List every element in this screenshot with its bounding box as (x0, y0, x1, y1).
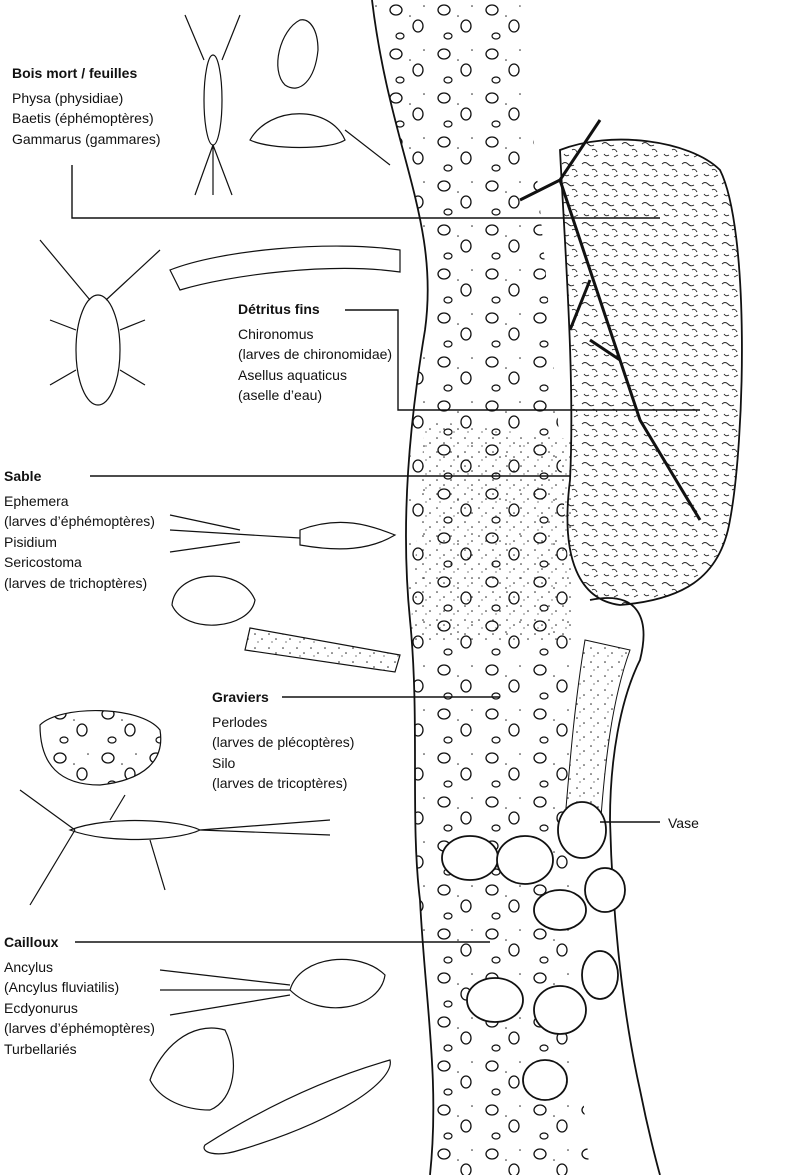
asellus-icon (39, 239, 161, 406)
label-item: (Ancylus fluviatilis) (4, 979, 120, 995)
label-vase: Vase (668, 815, 699, 831)
right-bank (589, 597, 661, 1175)
label-item: Ephemera (4, 492, 69, 509)
label-cailloux: Cailloux Ancylus (Ancylus fluviatilis) E… (4, 932, 155, 1059)
silo-case-icon (39, 710, 162, 786)
gammarus-icon (249, 113, 391, 166)
ephemera-larva-icon (169, 514, 397, 553)
label-item: Gammarus (gammares) (12, 130, 161, 147)
label-title: Détritus fins (238, 301, 320, 317)
chironomus-larva-icon (169, 245, 401, 291)
label-title: Graviers (212, 689, 269, 705)
leader-detritus (345, 309, 700, 411)
turbellaria-flatworm-icon (203, 1059, 391, 1155)
label-item: Perlodes (212, 713, 268, 730)
label-item: (larves d’éphémoptères) (4, 513, 155, 529)
leader-bois (71, 165, 660, 219)
label-item: (larves d’éphémoptères) (4, 1020, 155, 1036)
label-item: Silo (212, 754, 236, 771)
label-item: Chironomus (238, 325, 314, 342)
mud-layer (564, 639, 631, 831)
ancylus-limpet-icon (149, 1027, 235, 1111)
label-item: (aselle d’eau) (238, 387, 323, 403)
leader-lines (71, 165, 700, 943)
label-item: (larves de chironomidae) (238, 346, 393, 362)
perlodes-larva-icon (19, 789, 331, 906)
physa-snail-icon (277, 19, 319, 89)
sericostoma-case-icon (244, 627, 401, 673)
label-item: Pisidium (4, 533, 57, 550)
label-item: (larves de plécoptères) (212, 734, 355, 750)
dead-branch (519, 119, 702, 521)
baetis-larva-icon (184, 14, 241, 196)
label-title: Bois mort / feuilles (12, 65, 138, 81)
label-item: Baetis (éphémoptères) (12, 110, 154, 126)
label-sable: Sable Ephemera (larves d’éphémoptères) P… (4, 466, 155, 593)
substrate-sand (410, 420, 575, 640)
label-item: Asellus aquaticus (238, 366, 347, 383)
label-item: Turbellariés (4, 1040, 77, 1057)
label-bois-mort: Bois mort / feuilles Physa (physidiae) B… (12, 63, 161, 149)
detritus-deposit (559, 138, 743, 606)
label-item: Sericostoma (4, 554, 82, 570)
label-detritus-fins: Détritus fins Chironomus (larves de chir… (238, 299, 392, 406)
label-title: Cailloux (4, 934, 59, 950)
label-item: Ancylus (4, 958, 54, 975)
label-graviers: Graviers Perlodes (larves de plécoptères… (212, 687, 354, 794)
ecdyonurus-larva-icon (159, 958, 386, 1016)
label-item: Ecdyonurus (4, 999, 78, 1016)
pisidium-clam-icon (171, 575, 256, 626)
label-item: (larves de tricoptères) (212, 775, 348, 791)
label-item: Physa (physidiae) (12, 89, 124, 106)
label-item: (larves de trichoptères) (4, 574, 148, 591)
label-title: Sable (4, 468, 42, 484)
stones (441, 801, 626, 1101)
